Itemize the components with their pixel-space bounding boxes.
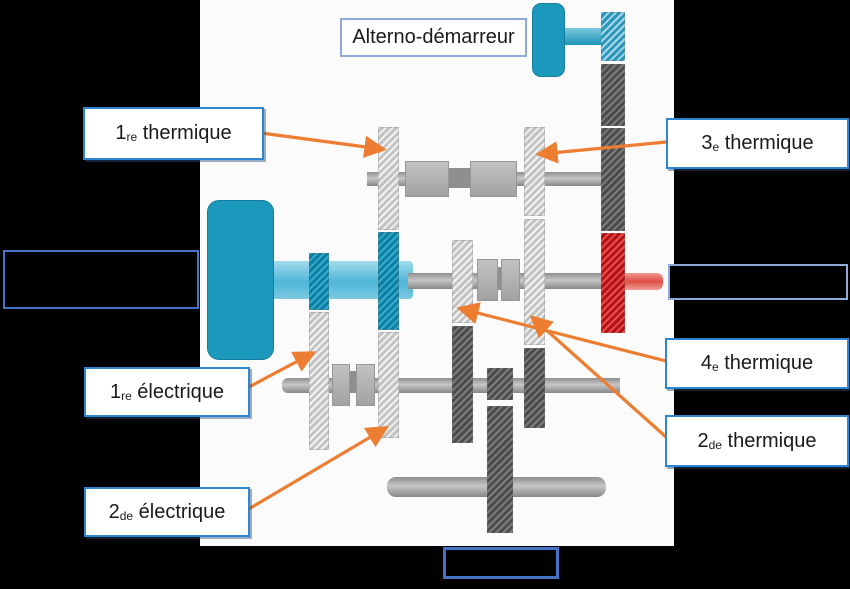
label-2nd-thermal: 2de thermique [665, 415, 849, 467]
dog-clutch-upper-left [405, 161, 449, 197]
gear-output-dark-upper [601, 64, 625, 126]
gear-output-dark-lower [601, 128, 625, 231]
label-4th-thermal: 4e thermique [665, 338, 849, 389]
dog-clutch-lower-left [332, 364, 350, 406]
alterno-starter-motor [532, 3, 565, 77]
gear-red-output [601, 233, 625, 333]
gear-alterno-blue [601, 12, 625, 61]
alterno-shaft [563, 28, 603, 45]
label-text: 1re thermique [115, 122, 232, 144]
dog-clutch-middle-left [477, 259, 498, 301]
label-text: Alterno-démarreur [352, 26, 515, 48]
gear-final-pinion [487, 368, 513, 400]
label-text: 2de électrique [108, 500, 226, 523]
label-text: 3e thermique [701, 132, 814, 154]
dog-clutch-upper-right [470, 161, 517, 197]
gear-4th-thermal [452, 240, 473, 323]
dog-clutch-middle-right [501, 259, 520, 301]
electric-motor [207, 200, 274, 360]
empty-box-left [3, 250, 199, 309]
gear-input-teal-large [378, 232, 399, 330]
label-1st-electric: 1re électrique [84, 367, 250, 417]
gear-2nd-electric [378, 332, 399, 438]
empty-box-bottom [443, 547, 559, 579]
label-2nd-electric: 2de électrique [84, 487, 250, 537]
gear-3rd-thermal [524, 127, 545, 216]
gear-1st-thermal [378, 127, 399, 230]
label-1st-thermal: 1re thermique [83, 107, 264, 160]
label-3rd-thermal: 3e thermique [666, 118, 849, 169]
gear-lower-dark-right [524, 348, 545, 428]
label-alterno-demarreur: Alterno-démarreur [340, 18, 527, 57]
dog-clutch-lower-right [356, 364, 375, 406]
gear-lower-dark-left [452, 326, 473, 443]
label-text: 2de thermique [697, 429, 817, 452]
empty-box-right [668, 264, 848, 300]
label-text: 1re électrique [109, 380, 225, 403]
label-text: 4e thermique [700, 352, 814, 374]
gear-final-drive [487, 406, 513, 533]
red-output-shaft [624, 273, 663, 290]
gear-input-teal-small [309, 253, 329, 310]
gear-2nd-thermal [524, 219, 545, 345]
gear-1st-electric [309, 312, 329, 450]
